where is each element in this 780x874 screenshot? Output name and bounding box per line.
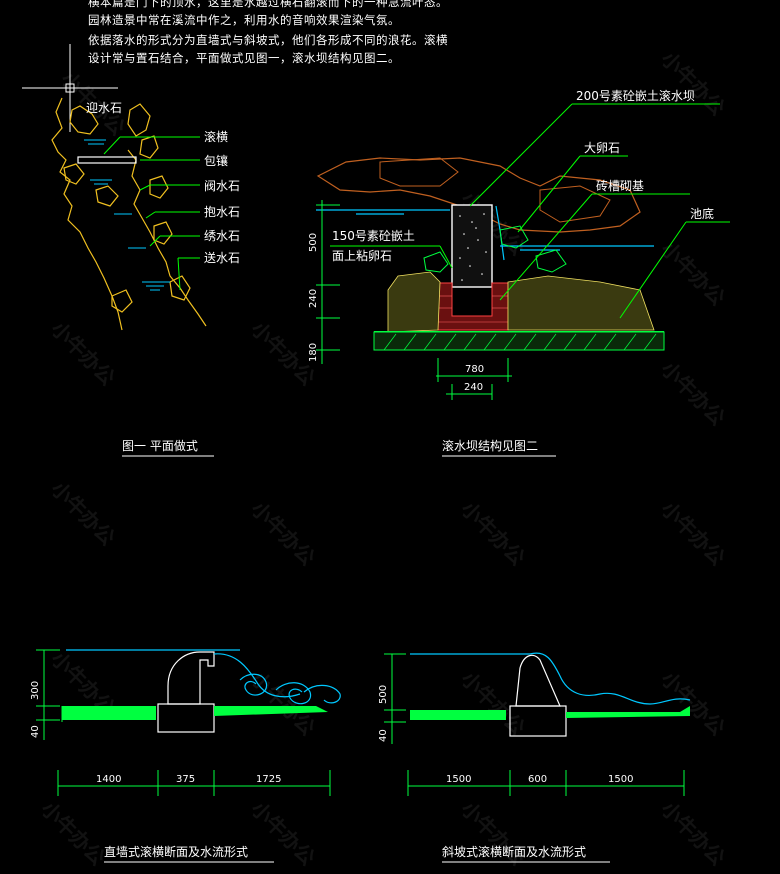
crosshair-cursor-icon (22, 44, 118, 132)
wall-foundation (157, 703, 215, 733)
slope-upstream-bed (410, 710, 506, 720)
figure-1-plan: 迎水石 滚横 包镶 阀水石 抱水石 绣水石 送水石 图一 平面做式 (22, 44, 240, 457)
fig4-dims (384, 653, 685, 796)
brick-base (437, 282, 509, 331)
dim-500-slope: 500 (378, 685, 389, 704)
label-send-rock: 送水石 (204, 250, 240, 265)
fig4-caption: 斜坡式滚横断面及水流形式 (442, 844, 586, 859)
dim-1400: 1400 (96, 774, 121, 785)
figure-3-vertical-wall: 300 40 1400 375 1725 直墙式滚横断面及水流形式 (30, 649, 341, 863)
concrete-core (451, 204, 493, 288)
figure-4-sloped: 500 40 1500 600 1500 斜坡式滚横断面及水流形式 (378, 652, 691, 863)
dim-1500-left: 1500 (446, 774, 471, 785)
dim-300: 300 (30, 681, 41, 700)
fig2-caption: 滚水坝结构见图二 (442, 438, 538, 453)
upstream-bed (62, 706, 156, 720)
dim-600: 600 (528, 774, 547, 785)
fig2-horizontal-dims (436, 358, 512, 400)
gravel-right (507, 275, 655, 331)
label-150-concrete: 150号素砼嵌土 (332, 229, 415, 243)
dim-240-bottom: 240 (464, 382, 483, 393)
label-surface-cobble: 面上粘卵石 (332, 248, 392, 263)
gravel-left (387, 271, 441, 333)
watermark: 小牛办公 (46, 477, 120, 551)
water-marks (84, 139, 170, 291)
intro-line-1: 横本篇是门下的顶水，这里是水越过横石翻滚而下的一种急流叶态。 (88, 0, 448, 9)
slope-crest (515, 654, 561, 707)
label-pool-bottom: 池底 (690, 206, 714, 221)
watermark: 小牛办公 (656, 237, 730, 311)
label-edging: 包镶 (204, 153, 228, 168)
watermark: 小牛办公 (36, 797, 110, 871)
dim-1725: 1725 (256, 774, 281, 785)
dim-240: 240 (308, 289, 319, 308)
watermark: 小牛办公 (46, 317, 120, 391)
label-concrete-weir: 200号素砼嵌土滚水坝 (576, 88, 695, 103)
watermark: 小牛办公 (246, 797, 320, 871)
slope-foundation (509, 705, 567, 737)
watermark: 小牛办公 (656, 667, 730, 741)
dim-40-slope: 40 (378, 729, 389, 742)
watermark: 小牛办公 (456, 497, 530, 571)
label-brick-base: 砖槽砌基 (596, 178, 644, 193)
wall-crest (167, 651, 215, 705)
weir-bar (77, 156, 137, 164)
slope-downstream-bed (566, 706, 690, 718)
figure-2-section: 500 240 180 780 240 200号素砼嵌土滚水坝 大卵石 (308, 88, 730, 457)
watermark: 小牛办公 (656, 47, 730, 121)
label-gate-rock: 阀水石 (204, 179, 240, 193)
dim-500: 500 (308, 233, 319, 252)
label-cobble: 大卵石 (584, 141, 620, 155)
fig1-caption: 图一 平面做式 (122, 438, 198, 453)
fig2-leaders (330, 103, 730, 319)
label-upstream-rock: 迎水石 (86, 101, 122, 115)
fig3-dims (36, 649, 331, 796)
fig3-caption: 直墙式滚横断面及水流形式 (104, 844, 248, 859)
dim-180: 180 (308, 343, 319, 362)
watermark-layer: 小牛办公 小牛办公 小牛办公 小牛办公 小牛办公 小牛办公 小牛办公 小牛办公 … (36, 47, 730, 871)
label-guide-rock: 绣水石 (204, 229, 240, 243)
upper-rock-mass (316, 157, 641, 233)
downstream-bed (214, 706, 328, 716)
label-embrace-rock: 抱水石 (204, 204, 240, 219)
intro-line-2: 园林造景中常在溪流中作之，利用水的音响效果渲染气氛。 (88, 13, 400, 27)
fig2-vertical-dims (316, 200, 340, 364)
watermark: 小牛办公 (456, 797, 530, 871)
watermark: 小牛办公 (246, 497, 320, 571)
label-weir: 滚横 (204, 129, 228, 144)
brick-lines (438, 295, 508, 323)
watermark: 小牛办公 (656, 357, 730, 431)
dim-1500-right: 1500 (608, 774, 633, 785)
intro-line-4: 设计常与置石结合，平面做式见图一，滚水坝结构见图二。 (88, 51, 400, 65)
intro-line-3: 依据落水的形式分为直墙式与斜坡式，他们各形成不同的浪花。滚横 (88, 33, 448, 47)
watermark: 小牛办公 (246, 667, 320, 741)
stream-banks (51, 97, 207, 331)
watermark: 小牛办公 (656, 797, 730, 871)
watermark: 小牛办公 (656, 497, 730, 571)
dim-780: 780 (465, 364, 484, 375)
fig1-leaders (103, 136, 200, 291)
dim-40: 40 (30, 725, 41, 738)
dim-375: 375 (176, 774, 195, 785)
concrete-dots (459, 213, 487, 281)
